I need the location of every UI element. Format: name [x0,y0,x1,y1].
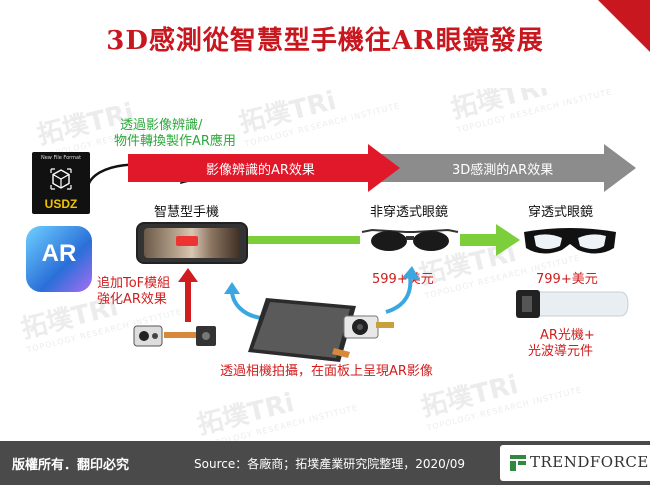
cube-icon [50,168,72,190]
see-through-glasses-image [524,228,616,254]
optics-line-2: 光波導元件 [528,344,594,359]
corner-decoration [598,0,650,52]
ar-waveguide-image [516,290,629,318]
brand-name: TRENDFORCE [530,453,649,471]
footer: 版權所有．翻印必究 Source：各廠商；拓墣產業研究院整理，2020/09 T… [0,441,650,485]
non-see-through-price: 599+美元 [372,272,434,287]
note-line-1: 透過影像辨識/ [120,118,203,133]
page-title: 3D感測從智慧型手機往AR眼鏡發展 [106,26,544,56]
trendforce-logo-icon [510,455,526,471]
brand-logo: TRENDFORCE [500,445,650,481]
smartphone-label: 智慧型手機 [154,205,220,220]
camera-capture-note: 透過相機拍攝，在面板上呈現AR影像 [220,364,433,379]
ar-app-icon: AR [26,226,92,292]
optics-line-1: AR光機+ [540,328,595,343]
see-through-label: 穿透式眼鏡 [528,205,594,220]
copyright-text: 版權所有．翻印必究 [12,458,130,473]
smartphone-image [136,222,248,264]
tof-note: 追加ToF模組 強化AR效果 [97,276,170,308]
tof-line-1: 追加ToF模組 [97,276,171,291]
red-up-arrow [178,268,198,322]
red-arrow-label: 影像辨識的AR效果 [206,163,315,178]
usdz-format-caption: New File Format [40,155,82,161]
non-see-through-label: 非穿透式眼鏡 [370,205,449,220]
title-bar [0,0,650,88]
note-line-2: 物件轉換製作AR應用 [114,134,236,149]
blue-curve-arrow-right [385,266,420,314]
source-text: Source：各廠商；拓墣產業研究院整理，2020/09 [194,457,466,471]
usdz-file-icon: New File Format USDZ [32,152,90,214]
green-connector [248,236,360,244]
optics-note: AR光機+ 光波導元件 [528,328,595,360]
blue-curve-arrow-left [224,282,263,320]
gray-arrow-label: 3D感測的AR效果 [452,163,554,178]
tof-module-image [133,325,216,347]
non-see-through-glasses-image [361,228,459,251]
tof-line-2: 強化AR效果 [97,292,167,307]
usdz-label: USDZ [44,197,78,211]
see-through-price: 799+美元 [536,272,598,287]
display-panel-image [248,298,356,362]
red-arrow [128,144,400,192]
green-arrow [460,224,520,256]
gray-arrow [376,144,636,192]
ar-app-label: AR [41,240,77,267]
image-recognition-note: 透過影像辨識/ 物件轉換製作AR應用 [114,118,236,150]
camera-module-image [343,315,394,339]
ar-tag [176,236,198,246]
